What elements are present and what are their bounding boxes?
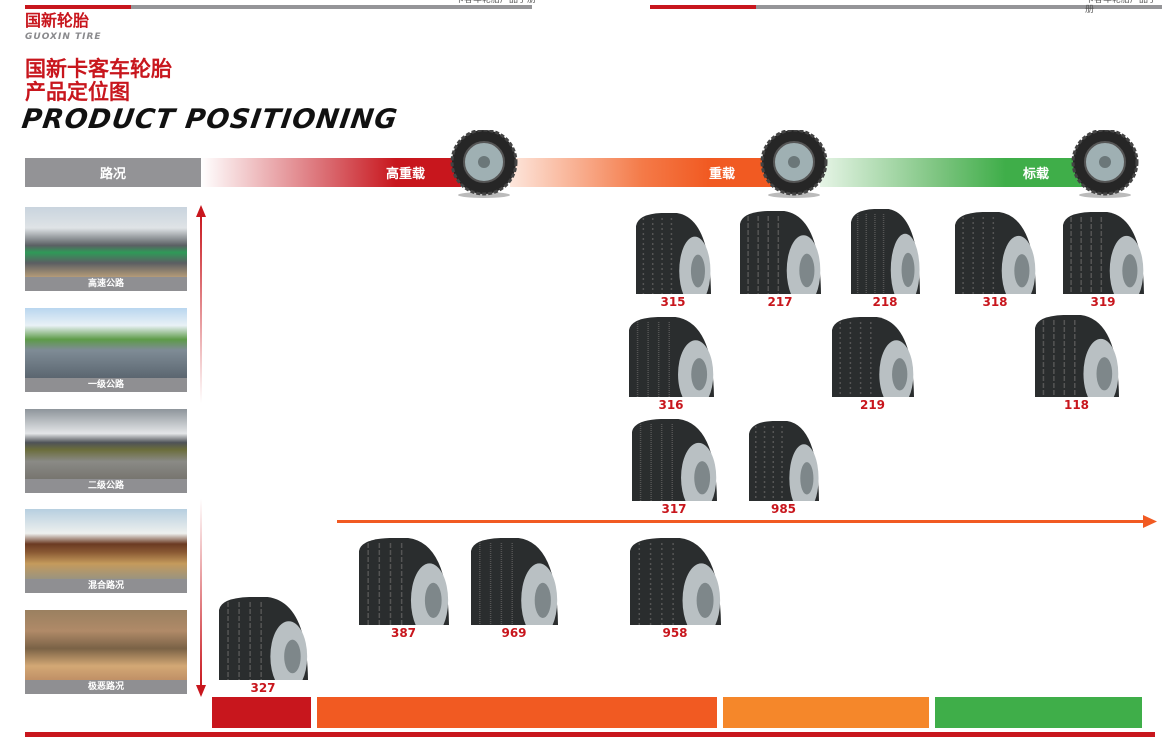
tire-model-label: 217 xyxy=(767,295,793,309)
tire-image xyxy=(630,538,721,625)
segment-bar-heavy xyxy=(317,697,717,728)
top-rule-red-right xyxy=(650,5,756,9)
tire-image xyxy=(851,209,920,294)
wheel-icon xyxy=(1071,130,1139,198)
tire-image xyxy=(359,538,449,625)
load-label: 标载 xyxy=(1022,167,1049,182)
tire-model-label: 218 xyxy=(872,295,898,309)
running-title-right: 卡客车轮胎产品手册 xyxy=(1085,0,1158,15)
segment-bar-standard xyxy=(935,697,1142,728)
tire-image xyxy=(832,317,914,397)
tire-model-label: 316 xyxy=(658,398,684,412)
top-rule-gray-left xyxy=(131,5,532,9)
road-severity-arrow xyxy=(196,205,206,697)
load-band-heavy: 重载 xyxy=(510,158,775,187)
road-image-first-class xyxy=(25,308,187,378)
road-label: 混合路况 xyxy=(25,579,187,593)
wheel-icon xyxy=(450,130,518,198)
tire-image xyxy=(749,421,819,501)
road-image-extreme xyxy=(25,610,187,680)
tire-model-label: 118 xyxy=(1063,398,1090,412)
tire-model-label: 318 xyxy=(982,295,1008,309)
segment-bar-medium xyxy=(723,697,929,728)
road-label: 极恶路况 xyxy=(25,680,187,694)
road-condition-header: 路况 xyxy=(25,158,201,187)
tire-image xyxy=(636,213,711,294)
load-band-standard: 标载 xyxy=(820,158,1085,187)
tire-model-label: 958 xyxy=(662,626,688,640)
road-image-mixed xyxy=(25,509,187,579)
tire-model-label: 327 xyxy=(250,681,276,695)
load-label: 重载 xyxy=(708,167,735,182)
page-title-line2: 产品定位图 xyxy=(25,80,130,104)
tire-model-label: 317 xyxy=(661,502,687,516)
tire-model-label: 969 xyxy=(501,626,527,640)
load-label: 高重载 xyxy=(385,167,425,182)
tire-image xyxy=(1035,315,1119,397)
tire-model-label: 315 xyxy=(660,295,686,309)
page-title-line1: 国新卡客车轮胎 xyxy=(25,57,172,81)
bottom-rule xyxy=(25,732,1155,737)
running-title: 卡客车轮胎产品手册 xyxy=(455,0,537,5)
road-label: 高速公路 xyxy=(25,277,187,291)
wheel-icon xyxy=(760,130,828,198)
tire-image xyxy=(471,538,558,625)
tire-model-label: 219 xyxy=(859,398,886,412)
top-rule-red-left xyxy=(25,5,131,9)
tire-image xyxy=(629,317,714,397)
road-label: 二级公路 xyxy=(25,479,187,493)
tire-model-label: 985 xyxy=(770,502,797,516)
segment-bar-extra-heavy xyxy=(212,697,311,728)
page-title-english: PRODUCT POSITIONING xyxy=(19,104,400,135)
brand-logo-en: GUOXIN TIRE xyxy=(25,32,102,42)
brand-logo-cn: 国新轮胎 xyxy=(25,11,90,30)
tire-model-label: 387 xyxy=(390,626,417,640)
tire-image xyxy=(1063,212,1144,294)
road-image-second-class xyxy=(25,409,187,479)
tire-image xyxy=(740,211,821,294)
load-direction-arrow xyxy=(337,515,1157,528)
top-rule-gray-right xyxy=(756,5,1162,9)
tire-image xyxy=(219,597,308,680)
road-label: 一级公路 xyxy=(25,378,187,392)
load-band-extra-heavy: 高重载 xyxy=(201,158,461,187)
tire-image xyxy=(955,212,1036,294)
road-image-expressway xyxy=(25,207,187,277)
tire-image xyxy=(632,419,717,501)
tire-model-label: 319 xyxy=(1090,295,1116,309)
